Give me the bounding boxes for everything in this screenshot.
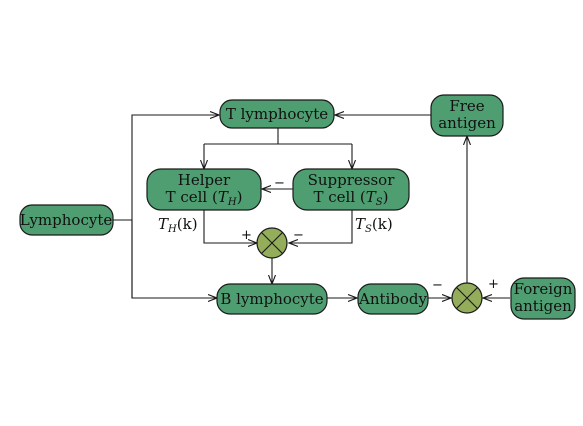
sign-junction1-plus: + bbox=[241, 228, 252, 243]
edge-ts-to-junction bbox=[289, 210, 353, 243]
node-antibody: Antibody bbox=[357, 283, 429, 315]
summing-junction-t-cells bbox=[256, 227, 288, 259]
helper-label-line2: T cell (TH) bbox=[166, 188, 243, 208]
sign-junction2-minus: − bbox=[432, 278, 443, 293]
suppressor-label-line2: T cell (TS) bbox=[314, 188, 389, 208]
sign-suppressor-minus: − bbox=[274, 176, 285, 191]
sign-junction2-plus: + bbox=[488, 277, 499, 292]
sign-junction1-minus: − bbox=[293, 228, 304, 243]
node-free-antigen: Free antigen bbox=[430, 94, 504, 137]
node-suppressor-t-cell: Suppressor T cell (TS) bbox=[292, 168, 410, 211]
helper-label-line1: Helper bbox=[178, 171, 231, 189]
foreign-antigen-label-line1: Foreign bbox=[514, 280, 573, 298]
b-lymphocyte-label: B lymphocyte bbox=[220, 290, 323, 308]
suppressor-label-line1: Suppressor bbox=[308, 171, 396, 189]
free-antigen-label-line2: antigen bbox=[438, 114, 496, 132]
t-lymphocyte-label: T lymphocyte bbox=[226, 105, 328, 123]
free-antigen-label-line1: Free bbox=[449, 97, 484, 115]
connectors bbox=[113, 115, 510, 298]
edge-th-to-junction bbox=[203, 210, 257, 243]
signal-ts-label: TS(k) bbox=[355, 215, 393, 235]
node-helper-t-cell: Helper T cell (TH) bbox=[146, 168, 262, 211]
edge-lymphocyte-to-b-lymphocyte bbox=[131, 220, 217, 298]
node-foreign-antigen: Foreign antigen bbox=[510, 277, 576, 320]
node-lymphocyte: Lymphocyte bbox=[19, 204, 114, 236]
foreign-antigen-label-line2: antigen bbox=[514, 297, 572, 315]
antibody-label: Antibody bbox=[358, 290, 428, 308]
summing-junction-antigen bbox=[451, 282, 483, 314]
signal-th-label: TH(k) bbox=[158, 215, 198, 235]
node-t-lymphocyte: T lymphocyte bbox=[219, 99, 335, 129]
node-b-lymphocyte: B lymphocyte bbox=[216, 283, 328, 315]
lymphocyte-label: Lymphocyte bbox=[20, 211, 113, 229]
